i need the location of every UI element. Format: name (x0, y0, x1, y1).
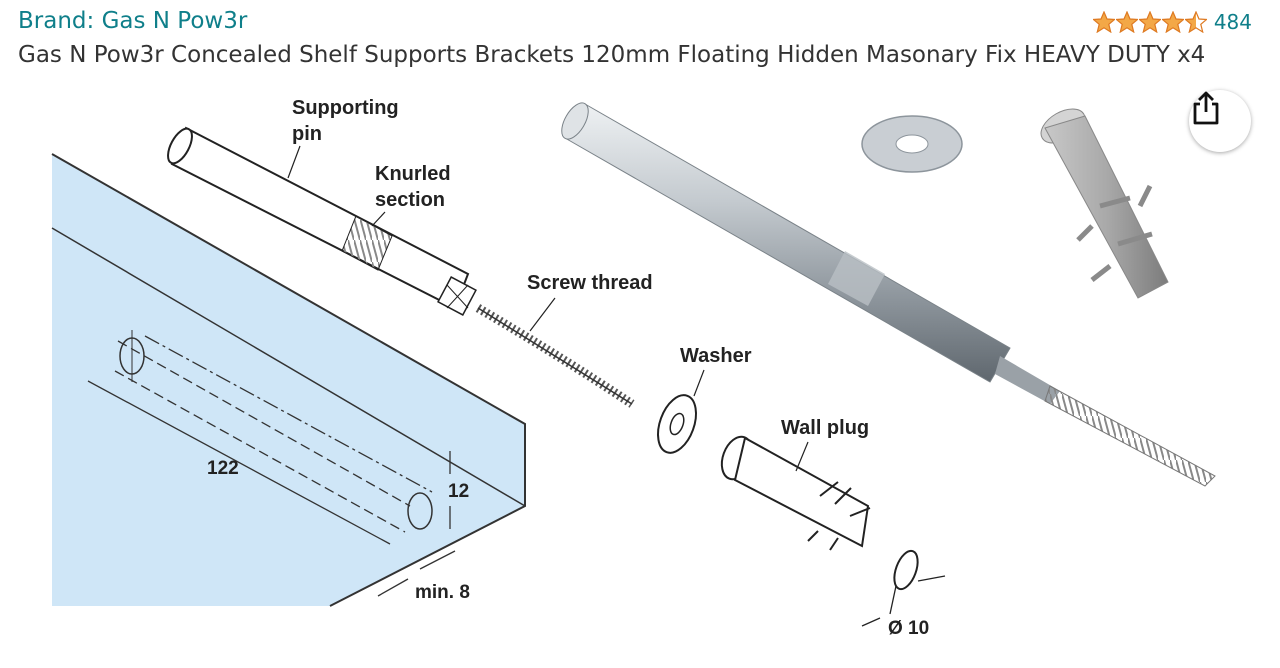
label-wall-plug: Wall plug (781, 417, 869, 439)
star-icon (1138, 11, 1161, 33)
wall-plug-line-drawing (720, 435, 946, 627)
dim-min-depth: min. 8 (415, 582, 470, 603)
label-knurled: Knurled (375, 163, 451, 185)
share-icon (1193, 91, 1219, 125)
rating[interactable]: 484 (1092, 10, 1252, 34)
dim-length: 122 (207, 458, 239, 479)
brand-link[interactable]: Brand: Gas N Pow3r (18, 8, 248, 34)
photo-wall-plug (1040, 108, 1169, 299)
star-rating (1092, 11, 1208, 33)
photo-washer (861, 115, 963, 173)
product-image[interactable]: 122 12 min. 8 (0, 86, 1280, 668)
star-icon (1184, 11, 1207, 33)
wall-panel (51, 153, 526, 607)
pin-line-drawing (167, 126, 635, 408)
brand-row: Brand: Gas N Pow3r 484 (18, 6, 1262, 38)
star-icon (1161, 11, 1184, 33)
washer-line-drawing (657, 394, 697, 454)
dim-plug-diameter: Ø 10 (888, 618, 929, 639)
star-icon (1092, 11, 1115, 33)
star-icon (1115, 11, 1138, 33)
label-supporting-pin: Supporting (292, 97, 399, 119)
dim-hole-diameter: 12 (448, 481, 469, 502)
label-knurled-2: section (375, 189, 445, 211)
label-screw-thread: Screw thread (527, 272, 653, 294)
photo-pin (561, 102, 1216, 487)
product-diagram: 122 12 min. 8 (51, 97, 1216, 639)
rating-count[interactable]: 484 (1213, 10, 1252, 34)
label-supporting-pin-2: pin (292, 123, 322, 145)
product-title: Gas N Pow3r Concealed Shelf Supports Bra… (18, 42, 1206, 68)
label-washer: Washer (680, 345, 752, 367)
share-button[interactable] (1189, 90, 1251, 152)
